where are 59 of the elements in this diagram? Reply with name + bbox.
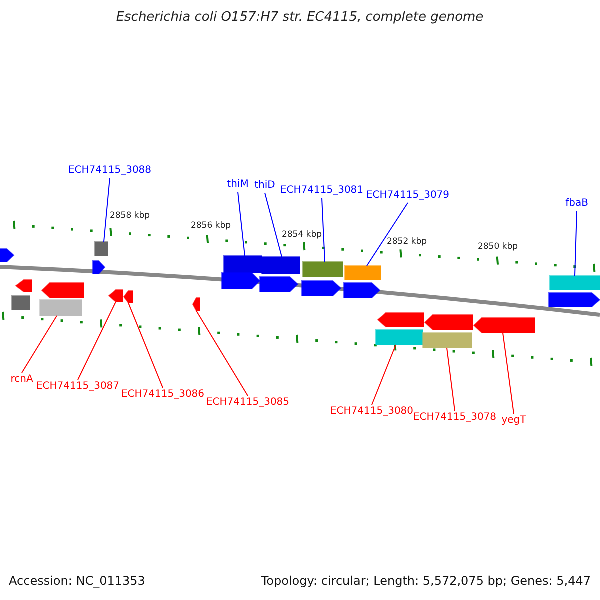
leader-line [128,302,164,388]
gene-feature [12,296,30,310]
leader-line [366,202,408,266]
gene-label: ECH74115_3078 [413,411,497,425]
position-label: 2850 kbp [478,242,518,252]
leader-line [322,198,326,262]
gene-label: ECH74115_3086 [121,388,205,402]
leader-line [104,178,110,242]
leader-line [446,348,456,412]
leader-line [502,332,514,414]
leader-line [574,210,578,276]
genome-title: Escherichia coli O157:H7 str. EC4115, complete genome [115,10,485,25]
gene-feature [344,266,382,280]
leader-line [78,302,116,380]
gene-feature [344,282,381,298]
gene-feature [40,300,82,316]
accession-text: Accession: NC_011353 [9,574,146,588]
leader-line [264,192,282,258]
gene-feature [94,242,108,256]
gene-feature [422,332,472,348]
gene-feature [302,280,342,296]
gene-feature [260,276,299,292]
gene-label: ECH74115_3088 [68,164,152,178]
gene-feature [377,312,424,328]
gene-label: fbaB [566,197,588,211]
position-label: 2856 kbp [190,221,232,231]
gene-feature [192,298,200,312]
genome-stats-text: Topology: circular; Length: 5,572,075 bp; Genes: 5,447 [261,574,591,588]
leader-line [238,192,246,256]
position-label: 2858 kbp [110,211,150,221]
gene-feature [302,262,344,278]
gene-feature [376,330,424,346]
gene-feature [548,292,600,308]
gene-feature [222,272,261,290]
position-label: 2854 kbp [282,230,322,240]
gene-feature [123,290,134,304]
gene-feature [41,282,84,298]
gene-label: rcnA [10,373,34,387]
gene-label: ECH74115_3080 [330,405,414,419]
position-label: 2852 kbp [386,237,428,247]
gene-feature [0,248,15,262]
leader-line [196,310,248,396]
gene-feature [473,318,536,334]
gene-feature [424,314,474,330]
gene-label: ECH74115_3087 [36,380,120,394]
gene-feature [108,290,124,302]
gene-label: yegT [502,414,526,428]
gene-label: thiM [227,178,249,192]
gene-feature [224,256,262,274]
gene-label: ECH74115_3085 [206,396,290,410]
gene-feature [550,276,600,290]
gene-label: ECH74115_3079 [366,189,450,203]
gene-feature [15,280,32,292]
leader-line [22,316,58,374]
leader-line [372,344,396,406]
gene-label: thiD [254,179,276,193]
gene-feature [262,256,300,274]
gene-label: ECH74115_3081 [280,184,364,198]
gene-feature [92,260,106,274]
